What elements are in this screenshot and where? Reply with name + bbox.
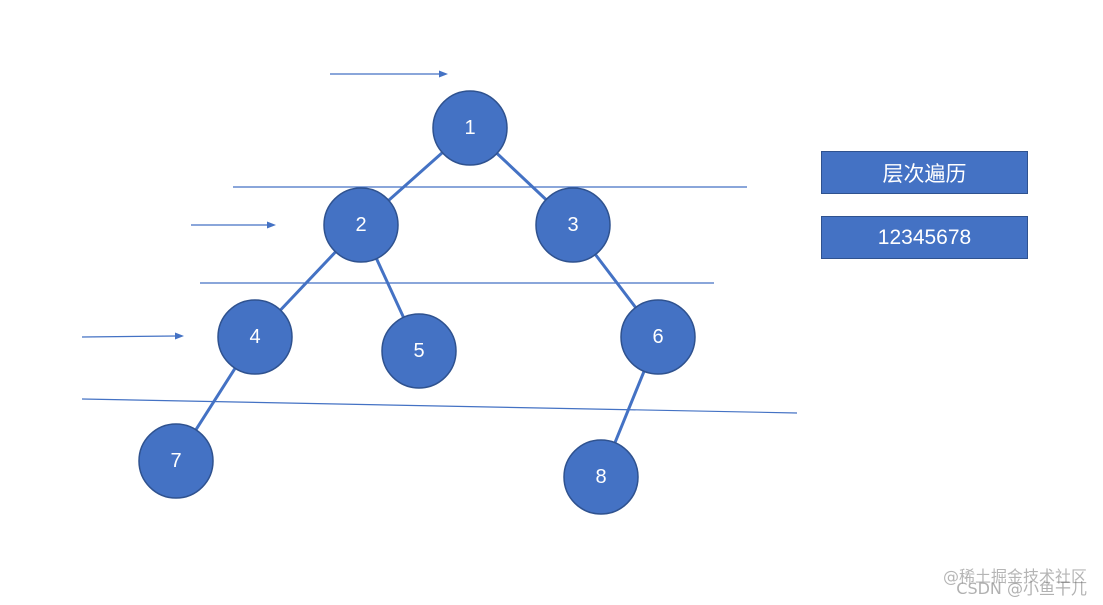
- tree-node-1: 1: [432, 90, 508, 166]
- traversal-result-box: 12345678: [821, 216, 1028, 259]
- node-circle: [563, 439, 639, 515]
- traversal-title-box: 层次遍历: [821, 151, 1028, 194]
- edge-6-8: [613, 370, 646, 444]
- node-label: 6: [652, 326, 663, 348]
- tree-node-6: 6: [620, 299, 696, 375]
- node-circle: [620, 299, 696, 375]
- edge-1-2: [387, 151, 444, 202]
- tree-node-7: 7: [138, 423, 214, 499]
- tree-node-8: 8: [563, 439, 639, 515]
- level-separator-lines: [81, 186, 798, 414]
- arrow-right-icon: [191, 221, 276, 229]
- edge-2-5: [375, 257, 405, 319]
- node-circle: [381, 313, 457, 389]
- edge-3-6: [594, 253, 637, 309]
- watermark-csdn: CSDN @小鱼干儿: [956, 579, 1087, 598]
- arrow-right-icon: [81, 332, 184, 340]
- arrow-right-icon: [330, 70, 448, 78]
- tree-node-3: 3: [535, 187, 611, 263]
- traversal-result: 12345678: [877, 225, 972, 249]
- tree-nodes: 1 2 3 4 5 6 7 8: [138, 90, 696, 515]
- node-circle: [217, 299, 293, 375]
- node-circle: [535, 187, 611, 263]
- level-separator-3: [81, 398, 798, 414]
- edge-1-3: [495, 152, 548, 201]
- watermark-juejin: @稀土掘金技术社区: [942, 567, 1087, 586]
- node-circle: [323, 187, 399, 263]
- node-label: 8: [595, 466, 606, 488]
- node-circle: [138, 423, 214, 499]
- edge-4-7: [194, 367, 237, 431]
- tree-node-5: 5: [381, 313, 457, 389]
- tree-edges: [194, 151, 646, 444]
- node-circle: [432, 90, 508, 166]
- node-label: 1: [464, 117, 475, 139]
- node-label: 2: [355, 214, 366, 236]
- node-label: 3: [567, 214, 578, 236]
- edge-2-4: [279, 250, 337, 312]
- node-label: 4: [249, 326, 260, 348]
- tree-node-4: 4: [217, 299, 293, 375]
- node-label: 7: [170, 450, 181, 472]
- traversal-title: 层次遍历: [882, 162, 967, 186]
- tree-node-2: 2: [323, 187, 399, 263]
- traversal-direction-arrows: [81, 70, 448, 340]
- node-label: 5: [413, 340, 424, 362]
